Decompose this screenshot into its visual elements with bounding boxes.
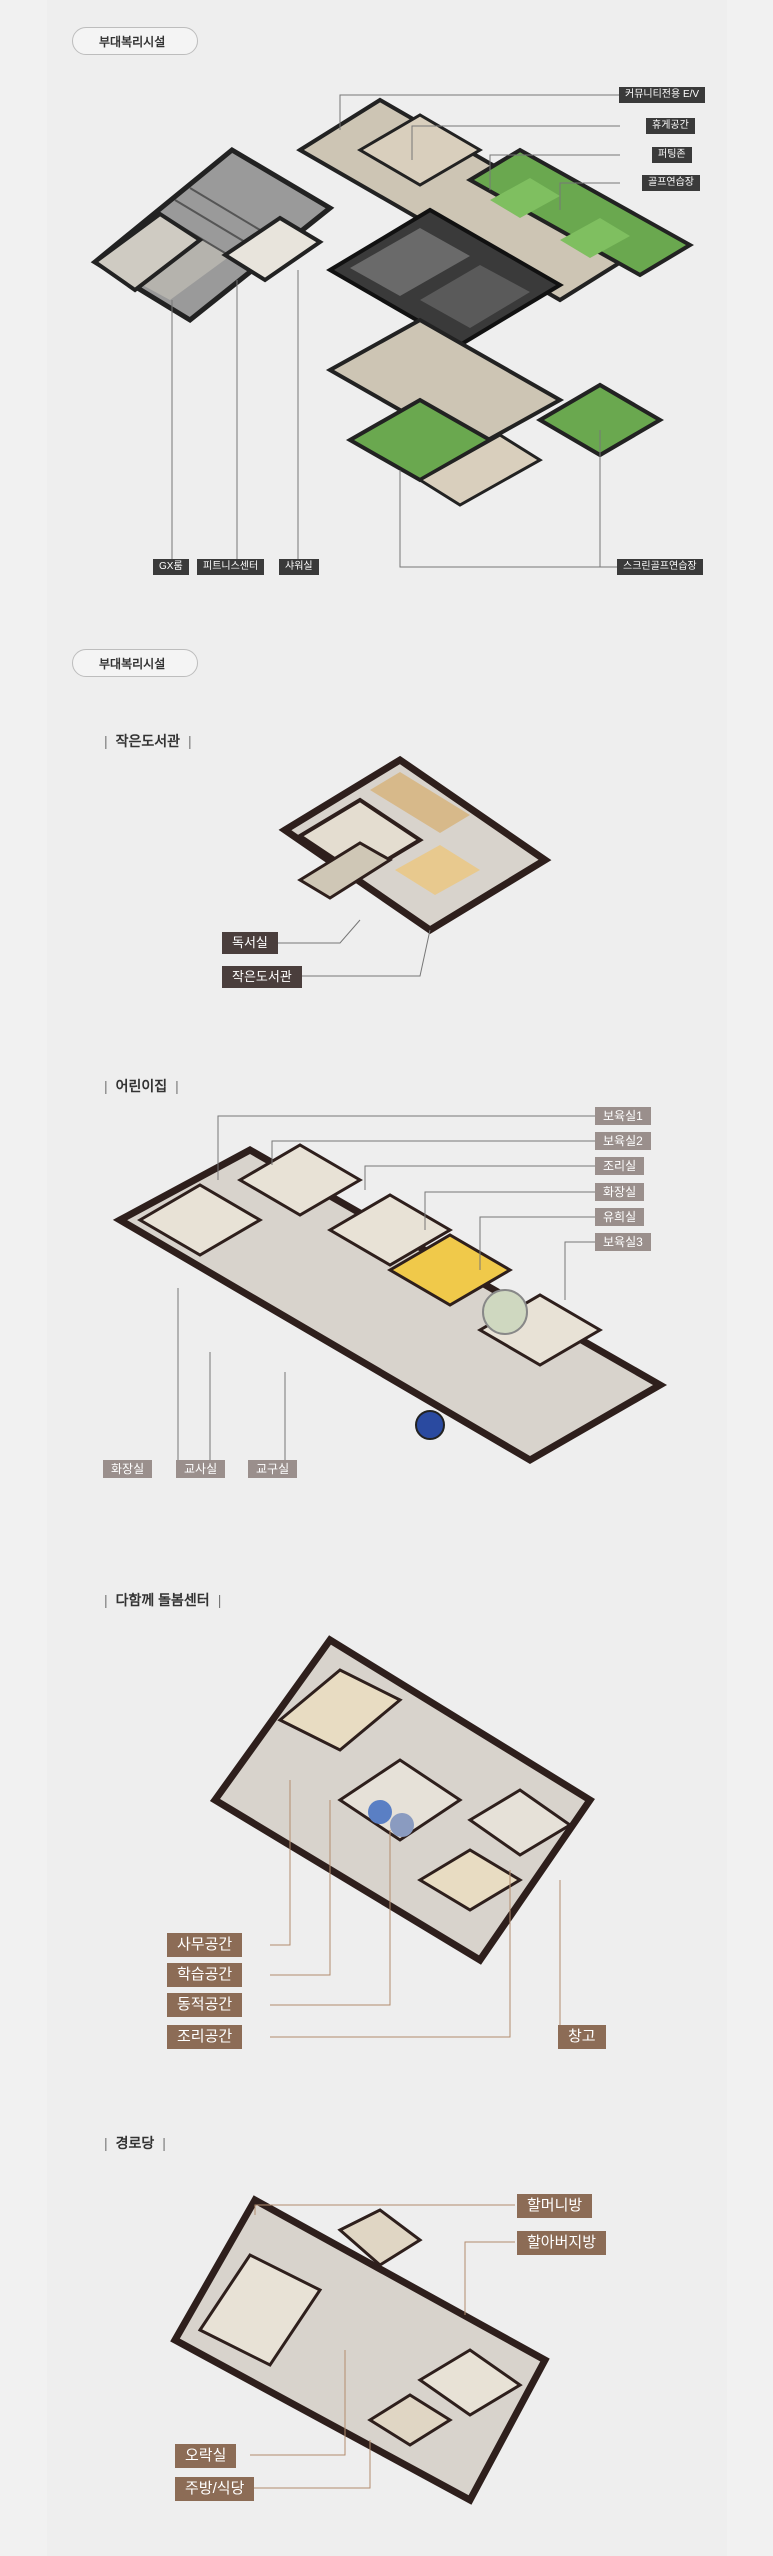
- label-grandfather-room: 할아버지방: [517, 2231, 607, 2255]
- section-pill-facilities: 부대복리시설: [72, 649, 198, 677]
- label-nursery-3: 보육실3: [595, 1233, 651, 1251]
- label-office-space: 사무공간: [167, 1933, 243, 1957]
- subhead-senior-center: |경로당|: [104, 2135, 166, 2151]
- label-kitchen-dining: 주방/식당: [175, 2477, 255, 2501]
- section-pill-community: 부대복리시설: [72, 27, 198, 55]
- label-community-ev: 커뮤니티전용 E/V: [619, 87, 706, 103]
- subhead-library: |작은도서관|: [104, 733, 192, 749]
- label-kitchen: 조리실: [595, 1157, 645, 1175]
- label-recreation-room: 오락실: [175, 2444, 237, 2468]
- label-restroom: 화장실: [595, 1183, 645, 1201]
- label-shower-room: 샤워실: [279, 559, 319, 575]
- label-study-space: 학습공간: [167, 1963, 243, 1987]
- daycare-floorplan: [112, 1115, 668, 1465]
- label-cooking-space: 조리공간: [167, 2025, 243, 2049]
- label-storage: 창고: [558, 2025, 606, 2049]
- label-fitness-center: 피트니스센터: [197, 559, 265, 575]
- label-rest-area: 휴게공간: [646, 118, 695, 134]
- label-putting-zone: 퍼팅존: [652, 147, 692, 163]
- label-small-library: 작은도서관: [222, 966, 302, 988]
- label-golf-range: 골프연습장: [642, 175, 700, 191]
- label-screen-golf: 스크린골프연습장: [617, 559, 703, 575]
- label-playroom: 유희실: [595, 1208, 645, 1226]
- label-nursery-1: 보육실1: [595, 1107, 651, 1125]
- label-active-space: 동적공간: [167, 1993, 243, 2017]
- subhead-care-center: |다함께 돌봄센터|: [104, 1592, 222, 1608]
- community-floorplan: [90, 94, 694, 568]
- label-grandmother-room: 할머니방: [517, 2194, 593, 2218]
- label-reading-room: 독서실: [222, 932, 278, 954]
- label-gx-room: GX룸: [153, 559, 189, 575]
- label-restroom-bottom: 화장실: [103, 1460, 153, 1478]
- label-materials-room: 교구실: [248, 1460, 298, 1478]
- subhead-daycare: |어린이집|: [104, 1078, 179, 1094]
- label-teachers-room: 교사실: [176, 1460, 226, 1478]
- label-nursery-2: 보육실2: [595, 1132, 651, 1150]
- library-floorplan: [268, 755, 552, 977]
- care-center-floorplan: [209, 1635, 595, 2038]
